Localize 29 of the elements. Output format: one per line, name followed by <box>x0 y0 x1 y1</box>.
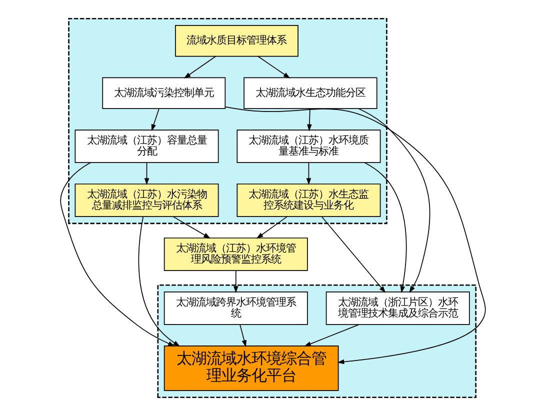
arrow <box>183 56 216 78</box>
node-box: 太湖流域跨界水环境管理系统 <box>163 292 308 325</box>
arrow <box>304 324 359 346</box>
cluster <box>68 18 387 224</box>
node-box: 太湖流域水环境综合管理业务化平台 <box>163 346 338 391</box>
arrow <box>224 106 486 364</box>
node-box: 太湖流域（江苏）水生态监控系统建设与业务化 <box>236 184 380 217</box>
arrow <box>172 216 210 238</box>
arrow <box>364 162 406 294</box>
node-box: 流域水质目标管理体系 <box>174 25 298 57</box>
node-box: 太湖流域（江苏）水环境质量基准与标准 <box>236 130 380 163</box>
node-box: 太湖流域（江苏）水环境管理风险预警监控系统 <box>163 238 308 271</box>
node-box: 太湖流域水生态功能分区 <box>243 77 377 110</box>
arrow <box>306 108 312 132</box>
arrow <box>150 108 159 132</box>
node-box: 太湖流域（江苏）容量总量分配 <box>74 130 218 163</box>
arrow <box>138 216 180 347</box>
arrow <box>60 162 174 346</box>
arrow <box>232 270 238 294</box>
arrow <box>256 216 287 239</box>
arrow <box>306 162 311 186</box>
arrow <box>358 108 430 293</box>
node-box: 太湖流域污染控制单元 <box>102 77 226 110</box>
arrow <box>239 324 246 348</box>
arrow <box>257 56 290 78</box>
node-box: 太湖流域（江苏）水污染物总量减排监控与评估体系 <box>74 184 218 217</box>
arrow <box>320 216 386 293</box>
arrow <box>144 162 149 186</box>
node-box: 太湖流域（浙江片区）水环境管理技术集成及综合示范 <box>325 292 470 325</box>
